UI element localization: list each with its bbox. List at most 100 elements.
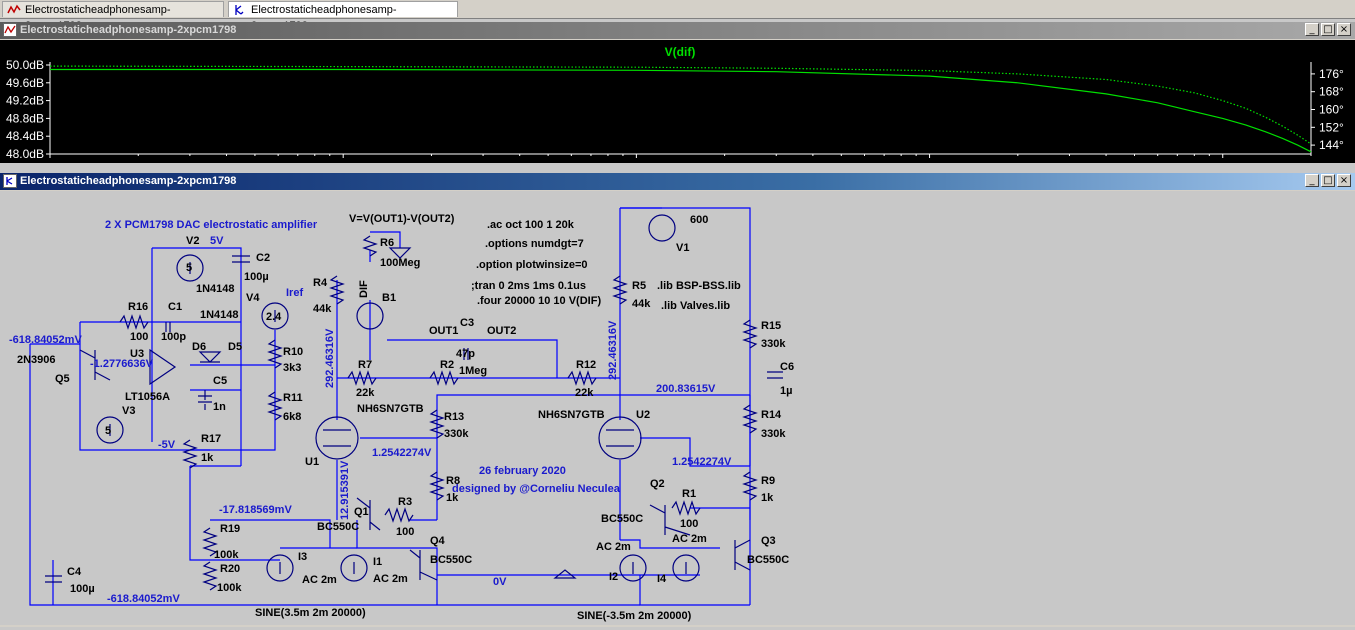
y-left-tick-label: 50.0dB <box>6 58 44 72</box>
net-label-0v: 0V <box>493 576 507 588</box>
net-label-iref: Iref <box>286 287 303 299</box>
component-value-q3: BC550C <box>747 554 789 566</box>
component-ref-u1: U1 <box>305 456 319 468</box>
component-ref-r20: R20 <box>220 563 240 575</box>
tab-waveform[interactable]: Electrostaticheadphonesamp-2xpcm1798 <box>2 1 224 32</box>
y-left-tick-label: 48.4dB <box>6 129 44 143</box>
component-value-c5: 1n <box>213 401 226 413</box>
component-ref-i3: I3 <box>298 551 307 563</box>
schematic-icon <box>3 174 17 188</box>
minimize-button[interactable]: _ <box>1305 23 1319 36</box>
resistors <box>119 235 758 591</box>
schematic-window-titlebar[interactable]: Electrostaticheadphonesamp-2xpcm1798 _□× <box>0 173 1355 190</box>
y-right-tick-label: 176° <box>1319 67 1344 81</box>
component-ref-v1: V1 <box>676 242 689 254</box>
plot-window: Electrostaticheadphonesamp-2xpcm1798 _□×… <box>0 22 1355 163</box>
component-value-v2: 5 <box>186 262 192 274</box>
diode-model-label: 1N4148 <box>196 283 235 295</box>
net-label-dif: DIF <box>358 280 370 298</box>
component-value-r14: 330k <box>761 428 786 440</box>
y-right-tick-label: 152° <box>1319 120 1344 134</box>
component-value-c1: 100p <box>161 331 186 343</box>
node-voltage: 1.2542274V <box>672 456 732 468</box>
y-right-tick-label: 144° <box>1319 138 1344 152</box>
spice-directive: .option plotwinsize=0 <box>476 259 588 271</box>
active-devices <box>45 247 783 583</box>
component-value-q4: BC550C <box>430 554 472 566</box>
component-ref-v3: V3 <box>122 405 135 417</box>
component-ref-c5: C5 <box>213 375 227 387</box>
tab-schematic[interactable]: Electrostaticheadphonesamp-2xpcm1798 <box>228 1 458 32</box>
node-voltage: 12.915391V <box>339 460 351 520</box>
close-button[interactable]: × <box>1337 23 1351 36</box>
node-voltage: 292.46316V <box>607 320 619 380</box>
component-ref-q2: Q2 <box>650 478 665 490</box>
y-left-tick-label: 48.8dB <box>6 111 44 125</box>
component-value-v3: 5 <box>105 425 111 437</box>
node-voltage: -618.84052mV <box>107 593 180 605</box>
x-tick-label: 1Hz <box>39 161 60 163</box>
component-ref-r2: R2 <box>440 359 454 371</box>
sine-source-label: SINE(3.5m 2m 20000) <box>255 607 366 619</box>
component-ref-r7: R7 <box>358 359 372 371</box>
plot-pane[interactable]: 50.0dB49.6dB49.2dB48.8dB48.4dB48.0dB176°… <box>0 40 1355 163</box>
component-ref-c1: C1 <box>168 301 182 313</box>
x-tick-label: 100Hz <box>619 161 654 163</box>
plot-window-titlebar[interactable]: Electrostaticheadphonesamp-2xpcm1798 _□× <box>0 22 1355 39</box>
y-left-tick-label: 48.0dB <box>6 147 44 161</box>
spice-directive: .options numdgt=7 <box>485 238 584 250</box>
trace-label[interactable]: V(dif) <box>665 45 696 59</box>
diode-model-label: 1N4148 <box>200 309 239 321</box>
node-voltage: 200.83615V <box>656 383 716 395</box>
y-left-tick-label: 49.6dB <box>6 76 44 90</box>
component-value-r7: 22k <box>356 387 375 399</box>
formula-directive: V=V(OUT1)-V(OUT2) <box>349 213 455 225</box>
component-ref-v2: V2 <box>186 235 199 247</box>
component-ref-i2: I2 <box>609 571 618 583</box>
component-ref-b1: B1 <box>382 292 396 304</box>
component-value-r15: 330k <box>761 338 786 350</box>
component-value-r12: 22k <box>575 387 594 399</box>
net-label-minus5v: -5V <box>158 439 176 451</box>
component-ref-c6: C6 <box>780 361 794 373</box>
spice-directive: .lib Valves.lib <box>661 300 730 312</box>
component-value-r13: 330k <box>444 428 469 440</box>
maximize-button[interactable]: □ <box>1321 23 1335 36</box>
node-voltage: 292.46316V <box>324 328 336 388</box>
author-annotation: designed by @Corneliu Neculea <box>452 483 621 495</box>
component-value-v4: 2.4 <box>266 311 282 323</box>
component-value-v1: 600 <box>690 214 708 226</box>
node-voltage: 1.2542274V <box>372 447 432 459</box>
spice-directive: .ac oct 100 1 20k <box>487 219 575 231</box>
component-ref-r15: R15 <box>761 320 781 332</box>
spice-directive: .lib BSP-BSS.lib <box>657 280 741 292</box>
component-value-r9: 1k <box>761 492 774 504</box>
component-value-q5: 2N3906 <box>17 354 56 366</box>
y-right-tick-label: 160° <box>1319 103 1344 117</box>
node-voltage: -1.2776636V <box>90 358 154 370</box>
component-value-r5: 44k <box>632 298 651 310</box>
component-ref-r6: R6 <box>380 237 394 249</box>
component-value-r11: 6k8 <box>283 411 301 423</box>
minimize-button[interactable]: _ <box>1305 174 1319 187</box>
schematic-canvas[interactable]: V=V(OUT1)-V(OUT2) .ac oct 100 1 20k .optio… <box>0 191 1355 625</box>
plot-background <box>0 40 1355 163</box>
y-right-tick-label: 168° <box>1319 85 1344 99</box>
maximize-button[interactable]: □ <box>1321 174 1335 187</box>
close-button[interactable]: × <box>1337 174 1351 187</box>
component-ref-i1: I1 <box>373 556 382 568</box>
spice-directive: .four 20000 10 10 V(DIF) <box>477 295 601 307</box>
component-value-u3: LT1056A <box>125 391 170 403</box>
component-ref-r4: R4 <box>313 277 328 289</box>
component-ref-r10: R10 <box>283 346 303 358</box>
magnitude-trace[interactable] <box>50 68 1312 153</box>
net-label-out2: OUT2 <box>487 325 516 337</box>
component-value-i3: AC 2m <box>302 574 337 586</box>
component-ref-r14: R14 <box>761 409 782 421</box>
component-value-r3: 100 <box>396 526 414 538</box>
component-value-c3: 47p <box>456 348 475 360</box>
component-value-c2: 100µ <box>244 271 269 283</box>
component-ref-v4: V4 <box>246 292 260 304</box>
component-ref-c2: C2 <box>256 252 270 264</box>
component-ref-r11: R11 <box>283 392 303 404</box>
